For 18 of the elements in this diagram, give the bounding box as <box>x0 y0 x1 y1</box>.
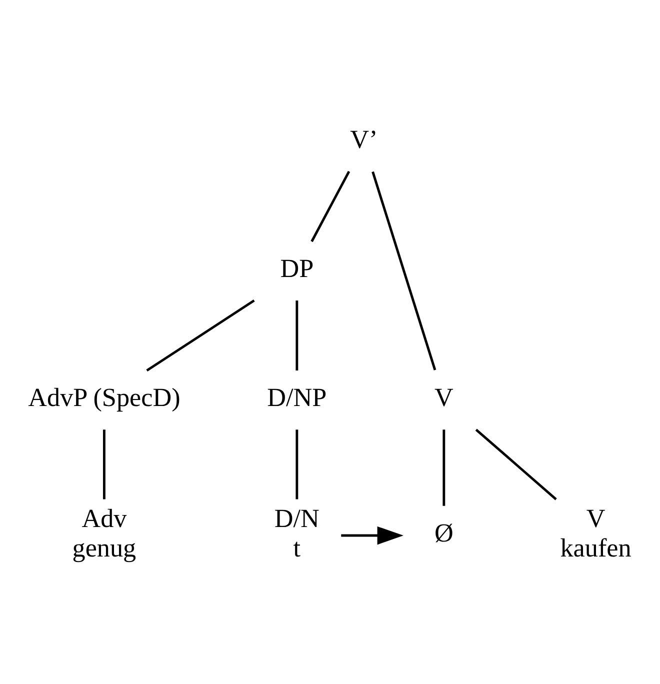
node-text: Adv genug <box>72 504 136 562</box>
connector <box>310 170 350 242</box>
node-text: V kaufen <box>560 504 632 562</box>
connector <box>146 299 255 372</box>
node-text: V <box>434 383 454 412</box>
node-text: AdvP (SpecD) <box>28 383 180 412</box>
connector <box>296 430 298 500</box>
node-text: D/NP <box>267 383 327 412</box>
connector <box>372 171 436 370</box>
node-text: D/N t <box>274 504 320 562</box>
connector <box>102 430 106 500</box>
node-text: V’ <box>350 125 378 154</box>
node-text: DP <box>280 254 314 284</box>
connector <box>442 430 446 506</box>
connector <box>475 428 557 500</box>
connector <box>296 300 298 371</box>
arrow <box>341 526 404 545</box>
node-text: Ø <box>434 518 454 548</box>
